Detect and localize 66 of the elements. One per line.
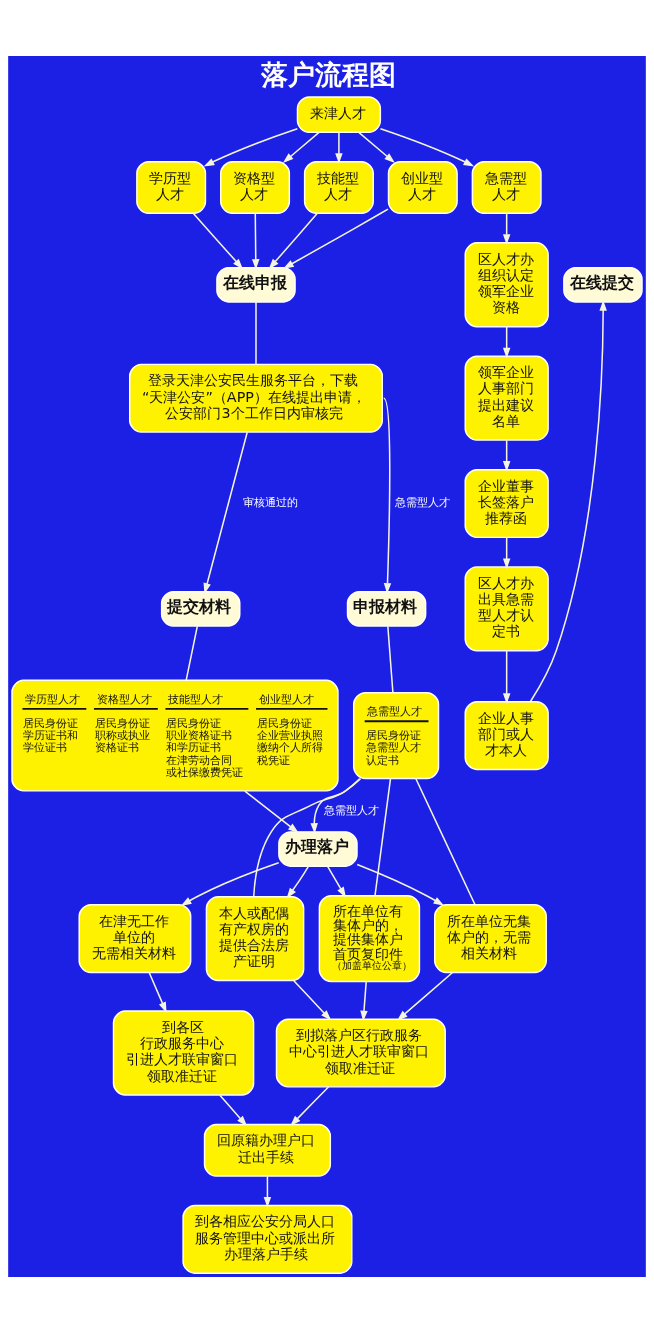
node-box: 企业董事长签落户推荐函 (464, 468, 549, 539)
arrow (286, 865, 310, 899)
arrow (180, 861, 280, 906)
node-box: 创业型人才 (387, 161, 458, 214)
node-box: 所在单位无集体户的，无需相关材料 (434, 904, 547, 974)
arrow (282, 131, 320, 164)
node-box: 资格型人才 (220, 161, 291, 214)
arrow (397, 971, 454, 1021)
node-box: 所在单位有集体户的，提供集体户首页复印件 （加盖单位公章） (318, 895, 421, 983)
node-box: 到拟落户区行政服务中心引进人才联审窗口领取准迁证 (275, 1018, 446, 1088)
node-box: 学历型人才 资格型人才 技能型人才 创业型人才 居民身份证学历证书和学位证书 居民身份证职称或执业资格证书 居民身份证职业资格证书和学历证书在津劳动合同或社保缴费凭证 居民身份证企业营业执照缴纳个人所得税凭证 (11, 679, 339, 792)
arrow (293, 980, 332, 1021)
node-box: 在津无工作单位的无需相关材料 (78, 904, 192, 974)
node-box: 到各区行政服务中心引进人才联审窗口领取准迁证 (112, 1010, 255, 1096)
node-box: 在线申报 (216, 266, 296, 303)
node-box: 来津人才 (296, 96, 382, 133)
node-box: 在线提交 (563, 266, 643, 303)
arrow (356, 863, 445, 906)
node-box: 学历型人才 (136, 161, 207, 214)
arrow (263, 1175, 272, 1208)
arrow (358, 131, 395, 164)
connector (415, 777, 476, 906)
node-box: 技能型人才 (303, 161, 374, 214)
arrow (219, 1094, 248, 1127)
arrow (529, 299, 607, 703)
node-box: 企业人事部门或人才本人 (464, 701, 549, 771)
arrow (148, 971, 167, 1013)
connector (252, 777, 362, 898)
edge-label: 审核通过的 (242, 495, 298, 510)
connector (387, 625, 394, 694)
arrow (192, 212, 244, 270)
arrow (382, 397, 392, 594)
connector (185, 625, 199, 681)
arrow (360, 981, 368, 1022)
node-box: 急需型人才 居民身份证急需型人才认定书 (352, 692, 440, 780)
node-box: 登录天津公安民生服务平台，下载“天津公安”（APP）在线提出申请，公安部门3个工作日内审核完 (129, 363, 383, 433)
arrow (290, 1086, 330, 1127)
arrow (502, 212, 511, 245)
connector (255, 301, 257, 365)
node-box: 本人或配偶有产权房的提供合法房产证明 (205, 895, 305, 982)
arrow (203, 431, 248, 594)
node-box: 到各相应公安分局人口服务管理中心或派出所办理落户手续 (182, 1204, 353, 1274)
diagram-title: 落户流程图 (260, 59, 396, 91)
arrow (203, 127, 299, 167)
arrow (283, 208, 389, 269)
arrow (502, 439, 511, 472)
node-box: 提交材料 (160, 590, 241, 627)
node-box: 区人才办出具急需型人才认定书 (464, 566, 549, 652)
node-box: 办理落户 (278, 831, 358, 867)
arrow (502, 326, 511, 359)
arrow (502, 536, 511, 570)
arrow (268, 212, 319, 270)
arrow (244, 790, 299, 834)
node-box: 申报材料 (346, 590, 427, 627)
edge-label: 急需型人才 (323, 803, 379, 818)
arrow (502, 650, 511, 705)
connector (374, 777, 392, 897)
edge-label: 急需型人才 (395, 495, 451, 510)
node-box: 急需型人才 (471, 161, 542, 214)
arrow (326, 865, 346, 898)
node-box: 回原籍办理户口迁出手续 (203, 1123, 332, 1177)
arrow (252, 212, 260, 270)
node-box: 区人才办组织认定领军企业资格 (464, 242, 549, 328)
arrow (335, 131, 343, 164)
arrow (379, 127, 475, 167)
node-box: 领军企业人事部门提出建议名单 (464, 355, 549, 441)
